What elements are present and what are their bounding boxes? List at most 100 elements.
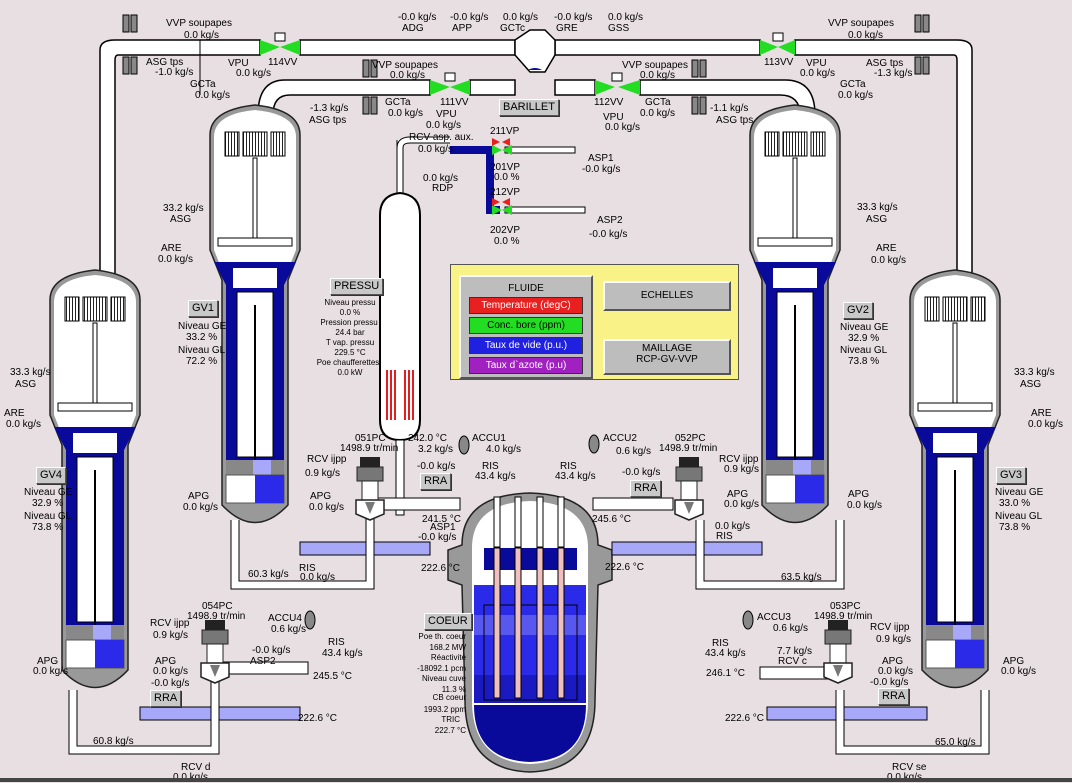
valve-211vp[interactable]	[492, 138, 510, 146]
ri-vpu-value: 0.0 kg/s	[605, 122, 641, 133]
gv2-asg-value: 33.3 kg/s	[857, 202, 898, 213]
loop1-asp-value: -0.0 kg/s	[418, 532, 457, 543]
gv4-button[interactable]: GV4	[36, 467, 67, 484]
coeur-reac-label: Réactivité	[430, 653, 466, 662]
ri-vvp-label: VVP soupapes	[622, 60, 688, 71]
gv2-gl-label: Niveau GL	[840, 345, 888, 356]
loop3-ris-label: RIS	[712, 638, 729, 649]
valve-202vp[interactable]	[492, 205, 512, 215]
loop4-flow: 60.8 kg/s	[93, 736, 134, 747]
valve-113vv[interactable]	[760, 32, 795, 55]
taux-azote-button[interactable]: Taux d`azote (p.u)	[469, 357, 583, 374]
loop4-pump: 054PC	[202, 601, 233, 612]
accu1-label: ACCU1	[472, 433, 506, 444]
loop1-ris-value: 43.4 kg/s	[475, 471, 516, 482]
lo-vvp-label: VVP soupapes	[166, 18, 232, 29]
valve-201vp-label: 201VP	[490, 162, 521, 173]
valve-114vv-label: 114VV	[268, 57, 298, 68]
gv2-button[interactable]: GV2	[843, 302, 874, 319]
asp1-value: -0.0 kg/s	[582, 164, 621, 175]
gv1-button[interactable]: GV1	[188, 300, 219, 317]
loop1-cold-temp: 241.5 °C	[422, 514, 462, 525]
gv4-gl-value: 73.8 %	[32, 522, 64, 533]
conc-bore-button[interactable]: Conc. bore (ppm)	[469, 317, 583, 334]
loop4-rcvd-value: 0.0 kg/s	[173, 772, 208, 783]
loop3-rra-button[interactable]: RRA	[878, 688, 910, 705]
pump-052pc[interactable]	[674, 457, 704, 521]
loop3-apg-left-label: APG	[882, 656, 904, 667]
valve-212vp[interactable]	[492, 198, 510, 206]
loop1-apg-right-label: APG	[310, 491, 332, 502]
loop3-rcv-label: RCV ijpp	[870, 622, 910, 633]
pump-051pc[interactable]	[355, 457, 385, 521]
rdp-label: RDP	[432, 183, 454, 194]
loop4-ris-value: 43.4 kg/s	[322, 648, 363, 659]
coeur-button[interactable]: COEUR	[424, 613, 472, 630]
li-gcta-value: 0.0 kg/s	[388, 108, 424, 119]
taux-vide-button[interactable]: Taux de vide (p.u.)	[469, 337, 583, 354]
loop1-pump-speed: 1498.9 tr/min	[340, 443, 399, 454]
gv4-gl-label: Niveau GL	[24, 511, 72, 522]
gv3-gl-value: 73.8 %	[999, 522, 1031, 533]
gv2-are-label: ARE	[876, 243, 897, 254]
valve-113vv-label: 113VV	[764, 57, 794, 68]
loop2-cold-temp: 245.6 °C	[592, 514, 632, 525]
loop4-rcv-value: 0.9 kg/s	[153, 630, 189, 641]
gv4-ge-label: Niveau GE	[24, 487, 73, 498]
coeur-poe-label: Poe th. coeur	[418, 632, 466, 641]
gv3-are-label: ARE	[1031, 408, 1052, 419]
barillet-button[interactable]: BARILLET	[499, 99, 559, 116]
echelles-button[interactable]: ECHELLES	[603, 281, 731, 311]
asp2-value: -0.0 kg/s	[589, 229, 628, 240]
li-vvp-label: VVP soupapes	[372, 60, 438, 71]
pump-053pc[interactable]	[823, 620, 853, 684]
ri-asg-value: -1.1 kg/s	[710, 103, 749, 114]
pressu-button[interactable]: PRESSU	[330, 278, 384, 295]
li-gcta-label: GCTa	[385, 97, 411, 108]
valve-201vp-pct: 0.0 %	[494, 172, 520, 183]
coeur-niveau-value: 11.3 %	[441, 685, 466, 694]
loop2-rcv-label: RCV ijpp	[719, 454, 759, 465]
loop2-ris2-label: RIS	[716, 531, 733, 542]
loop4-cold-temp: 245.5 °C	[313, 671, 353, 682]
maillage-button[interactable]: MAILLAGE RCP-GV-VVP	[603, 339, 731, 375]
valve-111vv[interactable]	[430, 72, 470, 95]
accu3-label: ACCU3	[757, 612, 791, 623]
surge-temp: 242.0 °C	[408, 433, 448, 444]
gv1-asg-label: ASG	[170, 214, 192, 225]
steam-generator-gv3	[909, 269, 1001, 689]
valve-114vv[interactable]	[260, 32, 300, 55]
loop-piping	[68, 497, 990, 755]
loop2-rra-button[interactable]: RRA	[630, 480, 662, 497]
pressu-pression-value: 24.4 bar	[335, 328, 365, 337]
loop1-apg-right-value: 0.0 kg/s	[309, 502, 345, 513]
gv1-asg-value: 33.2 kg/s	[163, 203, 204, 214]
loop1-pump: 051PC	[355, 433, 386, 444]
pressu-poe-value: 0.0 kW	[337, 368, 363, 377]
loop1-rra-button[interactable]: RRA	[420, 473, 452, 490]
pressu-tvap-label: T vap. pressu	[325, 338, 375, 347]
loop4-rra-button[interactable]: RRA	[150, 690, 182, 707]
gv3-button[interactable]: GV3	[996, 467, 1027, 484]
loop4-rra-value: -0.0 kg/s	[151, 678, 190, 689]
valve-112vv[interactable]	[595, 72, 640, 95]
lo-vpu-label: VPU	[228, 58, 249, 69]
coeur-niveau-label: Niveau cuve	[421, 674, 466, 683]
loop4-apg-left-value: 0.0 kg/s	[33, 666, 69, 677]
steam-generator-gv1	[209, 104, 301, 524]
pump-054pc[interactable]	[200, 620, 230, 684]
loop3-apg-right-label: APG	[1003, 656, 1025, 667]
accu2-label: ACCU2	[603, 433, 637, 444]
loop3-apg-left-value: 0.0 kg/s	[878, 666, 914, 677]
loop4-apg-left-label: APG	[37, 656, 59, 667]
lo-gcta-value: 0.0 kg/s	[195, 90, 231, 101]
loop4-rcv-label: RCV ijpp	[150, 618, 190, 629]
steam-generator-gv4	[49, 269, 141, 689]
lo-gcta-label: GCTa	[190, 79, 216, 90]
gv4-asg-label: ASG	[15, 379, 37, 390]
temperature-button[interactable]: Temperature (degC)	[469, 297, 583, 314]
loop3-ris-value: 43.4 kg/s	[705, 648, 746, 659]
loop3-pump: 053PC	[830, 601, 861, 612]
loop3-pump-speed: 1498.9 tr/min	[814, 611, 873, 622]
valve-201vp[interactable]	[492, 145, 512, 155]
